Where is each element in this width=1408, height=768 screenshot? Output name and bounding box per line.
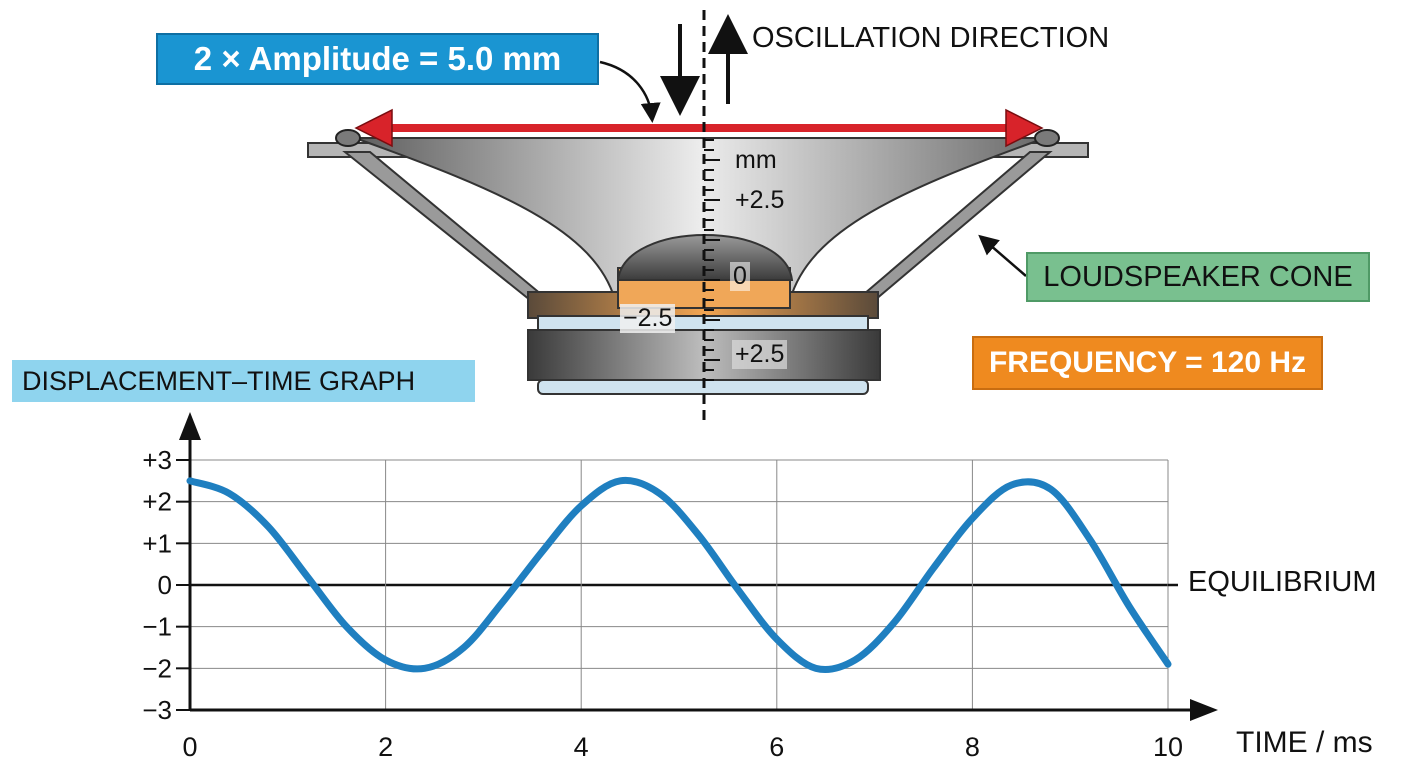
x-tick-label: 10: [1153, 732, 1183, 762]
equilibrium-label: EQUILIBRIUM: [1188, 566, 1377, 598]
x-tick-label: 8: [965, 732, 980, 762]
displacement-curve: [186, 476, 1172, 674]
oscillation-arrows: [660, 14, 748, 116]
x-tick-label: 6: [769, 732, 784, 762]
y-tick-label: −2: [142, 653, 172, 683]
scale-unit: mm: [735, 146, 777, 174]
cone-pointer: [978, 234, 1027, 277]
oscillation-direction-label: OSCILLATION DIRECTION: [752, 22, 1110, 54]
scale-mark-top: +2.5: [735, 186, 785, 214]
loudspeaker-cone-label: LOUDSPEAKER CONE: [1026, 252, 1370, 302]
graph-title: DISPLACEMENT–TIME GRAPH: [12, 360, 475, 402]
surround-right: [1034, 129, 1060, 147]
y-tick-label: −3: [142, 695, 172, 725]
frequency-label: FREQUENCY = 120 Hz: [972, 336, 1323, 390]
amplitude-pointer: [599, 60, 661, 123]
scale-mark-zero: 0: [730, 262, 750, 291]
y-tick-label: −1: [142, 612, 172, 642]
surround-left: [335, 129, 361, 147]
y-tick-label: 0: [158, 570, 172, 600]
y-tick-label: +3: [142, 445, 172, 475]
displacement-time-graph: +3 +2 +1 0 −1 −2 −3 0 2 4 6 8 10: [142, 412, 1218, 762]
loudspeaker: [307, 129, 1089, 395]
y-axis-arrowhead: [179, 412, 201, 440]
amplitude-arrow: [354, 108, 1044, 148]
x-axis-arrowhead: [1190, 699, 1218, 721]
displacement-ruler: [704, 139, 720, 381]
y-tick-label: +1: [142, 528, 172, 558]
x-tick-label: 2: [378, 732, 393, 762]
scale-mark-minus: −2.5: [620, 304, 676, 333]
time-axis-label: TIME / ms: [1236, 726, 1373, 759]
x-tick-label: 4: [574, 732, 589, 762]
x-tick-label: 0: [182, 732, 197, 762]
scale-mark-bottom: +2.5: [732, 340, 788, 369]
amplitude-label: 2 × Amplitude = 5.0 mm: [156, 33, 599, 85]
y-tick-label: +2: [142, 487, 172, 517]
